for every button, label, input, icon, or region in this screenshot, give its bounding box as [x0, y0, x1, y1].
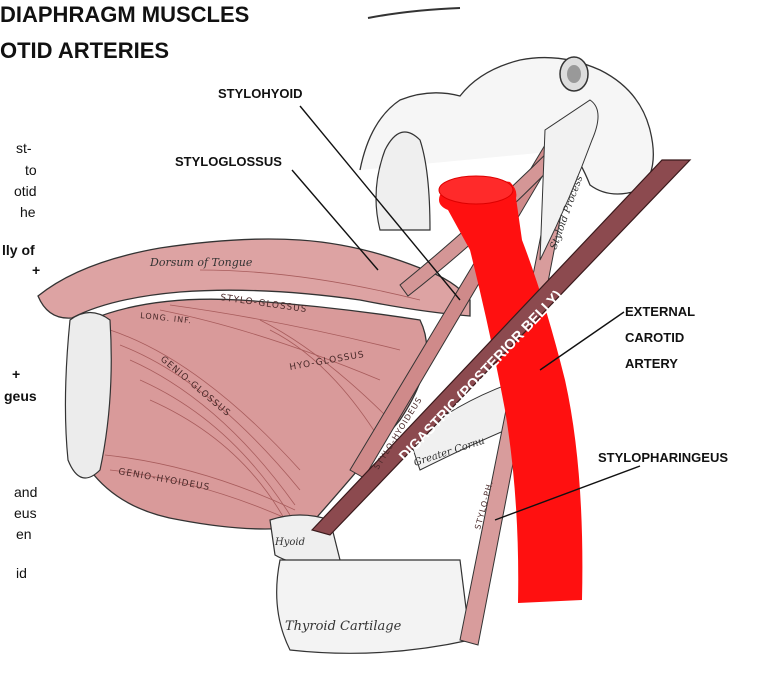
engraving-dorsum: Dorsum of Tongue	[149, 256, 253, 269]
label-stylohyoid: STYLOHYOID	[218, 86, 303, 101]
label-styloglossus: STYLOGLOSSUS	[175, 154, 282, 169]
engraving-thyroid: Thyroid Cartilage	[285, 619, 402, 634]
artery-top	[439, 176, 513, 204]
label-external-1: EXTERNAL	[625, 304, 695, 319]
label-stylopharingeus: STYLOPHARINGEUS	[598, 450, 728, 465]
ear-canal-inner	[567, 65, 581, 83]
label-external-2: CAROTID	[625, 330, 684, 345]
thyroid-cartilage	[277, 560, 470, 653]
label-external-3: ARTERY	[625, 356, 678, 371]
title-underline	[368, 8, 460, 18]
engraving-hyoid: Hyoid	[274, 537, 305, 548]
